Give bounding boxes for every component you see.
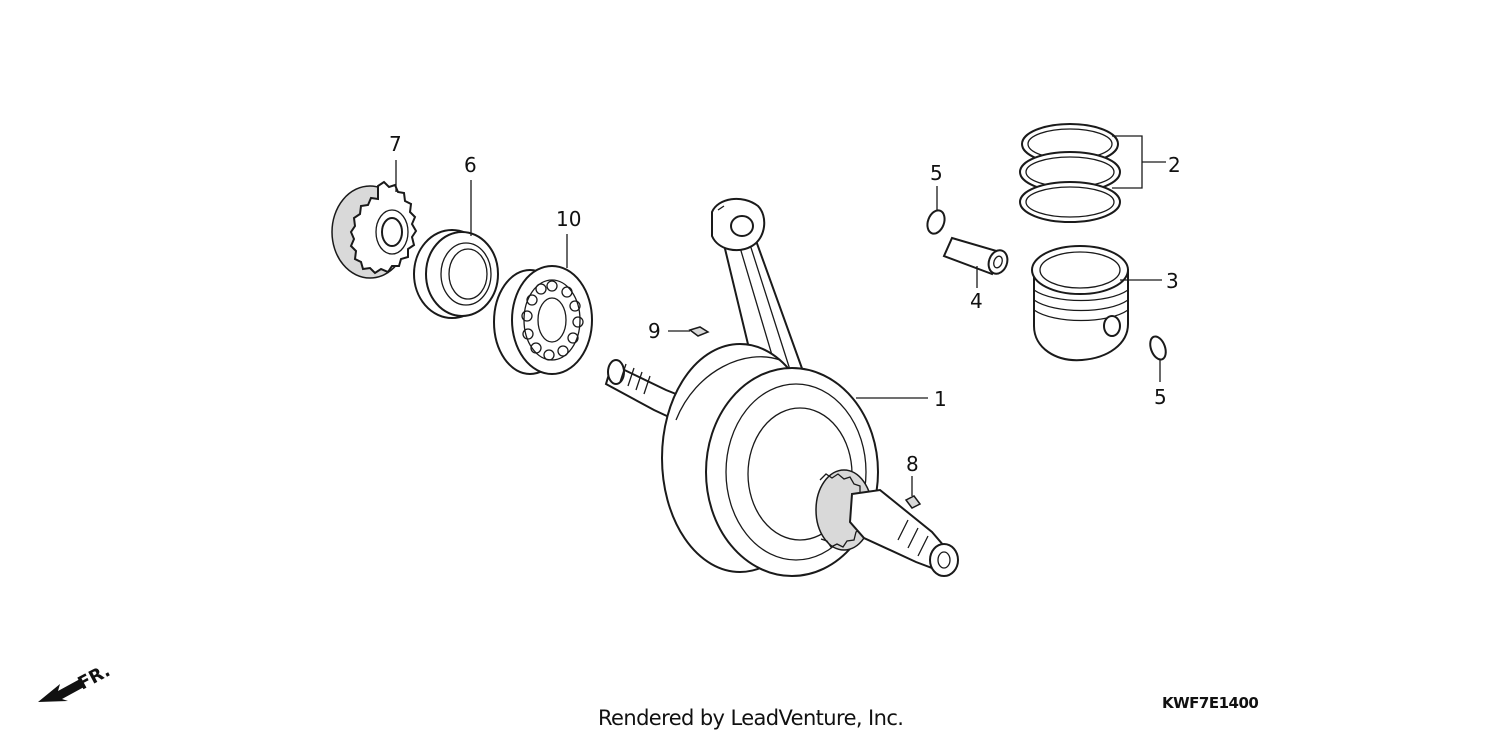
crankshaft-part-1[interactable]	[604, 197, 959, 577]
callout-1: 1	[934, 387, 947, 411]
front-marker-label: FR.	[74, 660, 113, 694]
callout-8: 8	[906, 452, 919, 476]
callout-5-lower: 5	[1154, 385, 1167, 409]
key-part-9[interactable]	[688, 326, 710, 337]
callout-6: 6	[464, 153, 477, 177]
callout-3: 3	[1166, 269, 1179, 293]
piston-rings-part-2[interactable]	[1019, 123, 1121, 223]
gear-part-7[interactable]	[331, 180, 418, 279]
key-part-8[interactable]	[904, 495, 922, 509]
callout-9: 9	[648, 319, 661, 343]
piston-pin-part-4[interactable]	[942, 236, 1011, 276]
callout-2: 2	[1168, 153, 1181, 177]
pin-clip-part-5-upper[interactable]	[924, 208, 947, 236]
bearing-part-6[interactable]	[413, 229, 499, 319]
figure-code: KWF7E1400	[1162, 694, 1259, 712]
front-arrow-icon	[38, 679, 84, 702]
pin-clip-part-5-lower[interactable]	[1147, 334, 1168, 361]
callout-4: 4	[970, 289, 983, 313]
footer-credit: Rendered by LeadVenture, Inc.	[598, 706, 904, 730]
callout-10: 10	[556, 207, 581, 231]
callout-7: 7	[389, 132, 402, 156]
ball-bearing-part-10[interactable]	[493, 265, 593, 375]
piston-part-3[interactable]	[1031, 245, 1129, 362]
callout-5-upper: 5	[930, 161, 943, 185]
